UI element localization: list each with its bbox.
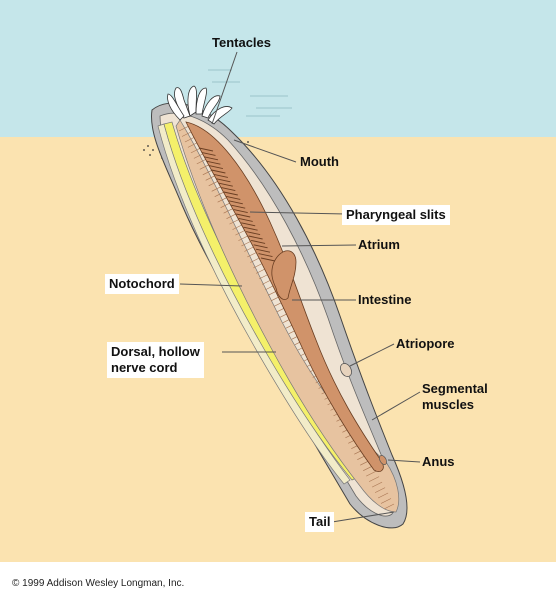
muscle-segment-line [241, 240, 252, 247]
muscle-segment-line [184, 136, 196, 143]
muscle-segment-line [244, 246, 255, 252]
label-notochord: Notochord [105, 274, 179, 294]
muscle-segment-line [190, 147, 202, 154]
muscle-segment-line [247, 251, 258, 258]
muscle-segment-line [383, 503, 395, 510]
pharyngeal-slit [248, 235, 263, 240]
pharyngeal-slit [260, 257, 276, 262]
pharyngeal-slits [198, 147, 276, 262]
pharyngeal-slit [231, 204, 246, 209]
muscle-segment-line [181, 131, 193, 137]
muscle-segment-line [199, 164, 210, 170]
label-segmental-muscles: Segmental muscles [422, 381, 488, 412]
pharyngeal-slit [238, 217, 253, 222]
pharyngeal-slit [213, 173, 228, 178]
leader-lines [179, 51, 421, 523]
muscle-segment-line [368, 476, 380, 482]
muscle-segment-line [380, 498, 392, 504]
label-intestine: Intestine [358, 292, 412, 307]
muscle-segment-line [205, 175, 216, 181]
anus-shape [379, 455, 387, 465]
label-tentacles: Tentacles [212, 35, 272, 50]
muscle-segment-line [217, 196, 228, 203]
muscle-segment-line [178, 125, 190, 132]
label-tail: Tail [305, 512, 335, 532]
pharyngeal-slit [233, 209, 248, 214]
muscle-band [175, 119, 400, 513]
muscle-segment-line [220, 202, 231, 208]
pharyngeal-slit [255, 248, 271, 253]
pharyngeal-slit [241, 222, 256, 227]
pharyngeal-slit [243, 226, 258, 231]
pharyngeal-slit [201, 151, 216, 156]
label-nerve-cord: Dorsal, hollow nerve cord [107, 342, 204, 378]
water-region [0, 0, 556, 137]
label-atriopore: Atriopore [396, 336, 455, 351]
muscle-segment-line [374, 487, 386, 493]
muscle-segment-line [214, 191, 225, 197]
pharyngeal-slit [236, 213, 251, 218]
muscle-segment-line [226, 213, 237, 219]
muscle-segment-line [377, 492, 389, 499]
muscle-segment-line [232, 224, 243, 230]
water-ripples [188, 69, 292, 117]
pharyngeal-slit [246, 231, 261, 236]
muscle-segment-line [238, 235, 249, 241]
label-mouth: Mouth [300, 154, 339, 169]
pharyngeal-slit [223, 191, 238, 196]
label-atrium: Atrium [358, 237, 400, 252]
pharyngeal-slit [253, 244, 268, 249]
muscle-segment-line [366, 470, 377, 477]
pharyngeal-slit [218, 182, 233, 187]
pharyngeal-slit [221, 187, 236, 192]
muscle-segment-line [250, 257, 261, 263]
muscle-segment-line [371, 481, 383, 488]
muscle-segment-line [208, 180, 219, 187]
pharyngeal-slit [211, 169, 226, 174]
muscle-segment-line [229, 218, 240, 225]
pharyngeal-slit [198, 147, 214, 152]
muscle-segment-line [211, 186, 222, 192]
muscle-segment-line [193, 153, 205, 159]
pharyngeal-slit [216, 178, 231, 183]
copyright-text: © 1999 Addison Wesley Longman, Inc. [12, 578, 185, 589]
muscle-segment-line [187, 142, 199, 148]
muscle-segment-line [196, 158, 207, 165]
atriopore-shape [340, 363, 352, 377]
label-pharyngeal-slits: Pharyngeal slits [342, 205, 450, 225]
pharyngeal-slit [258, 253, 273, 258]
muscle-segment-line [223, 207, 234, 214]
muscle-segment-line [202, 169, 213, 176]
label-anus: Anus [422, 454, 455, 469]
pharyngeal-slit [228, 200, 243, 205]
pharyngeal-slit [206, 160, 221, 165]
pharyngeal-slit [226, 195, 241, 200]
atrium-lobe [271, 250, 297, 300]
muscle-segment-line [235, 229, 246, 236]
pharyngeal-slit [208, 165, 223, 170]
pharyngeal-slit [251, 239, 266, 244]
pharyngeal-slit [203, 156, 219, 161]
